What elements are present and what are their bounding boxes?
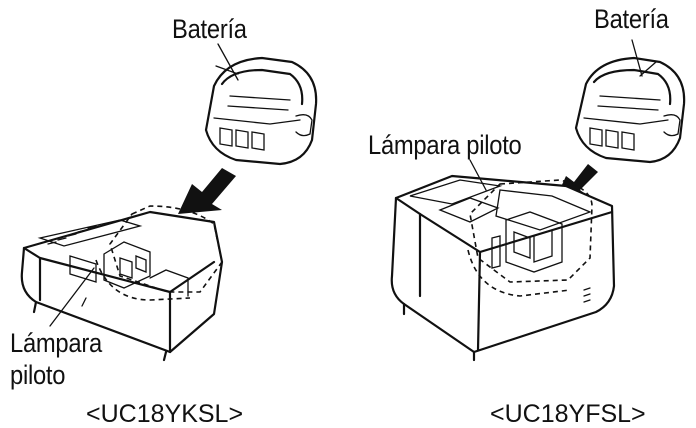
left-lamp-label-line2: piloto — [10, 360, 66, 390]
right-battery-illustration — [574, 56, 686, 164]
right-charger-illustration — [390, 174, 616, 362]
left-battery-illustration — [204, 56, 318, 166]
left-charger-illustration — [20, 205, 224, 362]
left-model-label: <UC18YKSL> — [86, 400, 244, 428]
left-battery-label: Batería — [172, 14, 247, 44]
left-lamp-label-line1: Lámpara — [10, 328, 102, 358]
leader-lines — [49, 39, 643, 327]
left-insert-arrow — [178, 168, 236, 214]
right-battery-label: Batería — [594, 4, 669, 34]
right-model-label: <UC18YFSL> — [490, 400, 646, 428]
right-lamp-label: Lámpara piloto — [368, 130, 522, 160]
